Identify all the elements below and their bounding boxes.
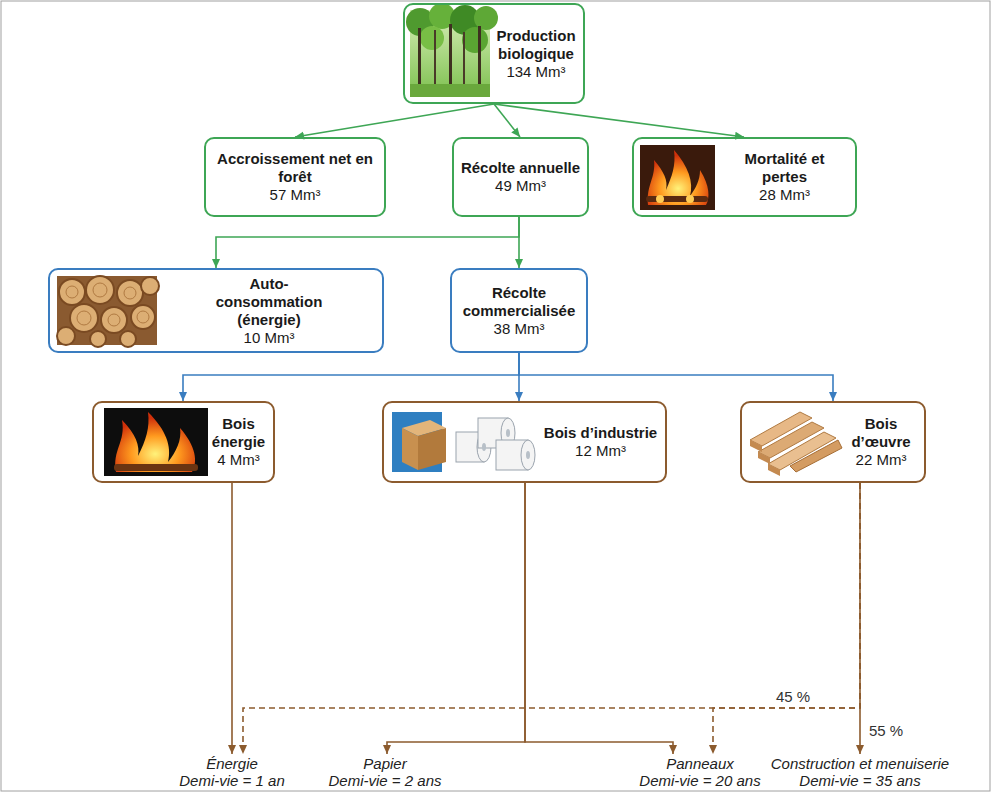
flow-arrow	[859, 483, 861, 754]
flow-box: Auto-consommation (énergie)10 Mm³	[48, 268, 384, 353]
volume-value: 57 Mm³	[270, 186, 321, 204]
half-life: Demi-vie = 20 ans	[639, 772, 760, 789]
flow-arrow	[525, 483, 673, 754]
flow-box: Récolte commercialisée38 Mm³	[450, 268, 588, 353]
industry-picture	[392, 412, 535, 472]
flow-arrow	[216, 217, 519, 268]
flow-box: Récolte annuelle49 Mm³	[452, 137, 589, 217]
box-title: Bois d’industrie	[544, 424, 657, 442]
volume-value: 10 Mm³	[244, 329, 295, 347]
flow-arrow	[183, 353, 519, 401]
flow-box: Accroissement net en forêt57 Mm³	[204, 137, 386, 217]
box-title: Accroissement net en forêt	[212, 150, 378, 186]
use-name: Énergie	[206, 755, 258, 772]
volume-value: 22 Mm³	[856, 451, 907, 469]
end-use-label-node: ÉnergieDemi-vie = 1 an	[162, 754, 302, 790]
logs-picture	[57, 276, 159, 347]
dashed-flow-arrow	[713, 483, 860, 754]
box-title: Production biologique	[495, 27, 577, 63]
volume-value: 12 Mm³	[575, 442, 626, 460]
use-name: Papier	[363, 755, 406, 772]
box-title: Mortalité et pertes	[720, 150, 849, 186]
end-use-label-node: PanneauxDemi-vie = 20 ans	[635, 754, 765, 790]
fire-picture	[104, 408, 208, 476]
flow-box: Production biologique134 Mm³	[403, 3, 585, 104]
end-use-label-node: PapierDemi-vie = 2 ans	[310, 754, 460, 790]
use-name: Panneaux	[666, 755, 734, 772]
box-title: Auto-consommation (énergie)	[207, 275, 332, 329]
share-percent: 55 %	[867, 722, 905, 739]
half-life: Demi-vie = 2 ans	[329, 772, 442, 789]
dashed-flow-arrow	[243, 483, 860, 754]
flow-arrow	[494, 104, 744, 137]
flow-arrow	[519, 353, 833, 401]
half-life: Demi-vie = 1 an	[179, 772, 284, 789]
flow-box: Bois énergie4 Mm³	[92, 401, 275, 483]
box-title: Récolte commercialisée	[458, 284, 580, 320]
share-percent: 45 %	[774, 688, 812, 705]
flow-box: Mortalité et pertes28 Mm³	[632, 137, 857, 217]
volume-value: 28 Mm³	[759, 186, 810, 204]
fire-picture	[640, 145, 715, 210]
volume-value: 134 Mm³	[506, 63, 565, 81]
flow-box: Bois d’œuvre22 Mm³	[740, 401, 926, 483]
flow-arrow	[494, 104, 520, 137]
box-title: Récolte annuelle	[461, 159, 580, 177]
half-life: Demi-vie = 35 ans	[799, 772, 920, 789]
use-name: Construction et menuiserie	[771, 755, 949, 772]
forest-picture	[406, 3, 498, 97]
box-title: Bois énergie	[210, 415, 267, 451]
flow-arrow	[387, 483, 525, 754]
flow-arrow	[231, 483, 233, 754]
box-title: Bois d’œuvre	[844, 415, 918, 451]
end-use-label-node: Construction et menuiserieDemi-vie = 35 …	[765, 754, 955, 790]
volume-value: 49 Mm³	[495, 177, 546, 195]
flow-box: Bois d’industrie12 Mm³	[382, 401, 667, 483]
flow-arrow	[295, 104, 494, 137]
volume-value: 38 Mm³	[494, 320, 545, 338]
flow-arrow	[518, 217, 520, 268]
volume-value: 4 Mm³	[217, 451, 260, 469]
planks-picture	[750, 412, 842, 476]
